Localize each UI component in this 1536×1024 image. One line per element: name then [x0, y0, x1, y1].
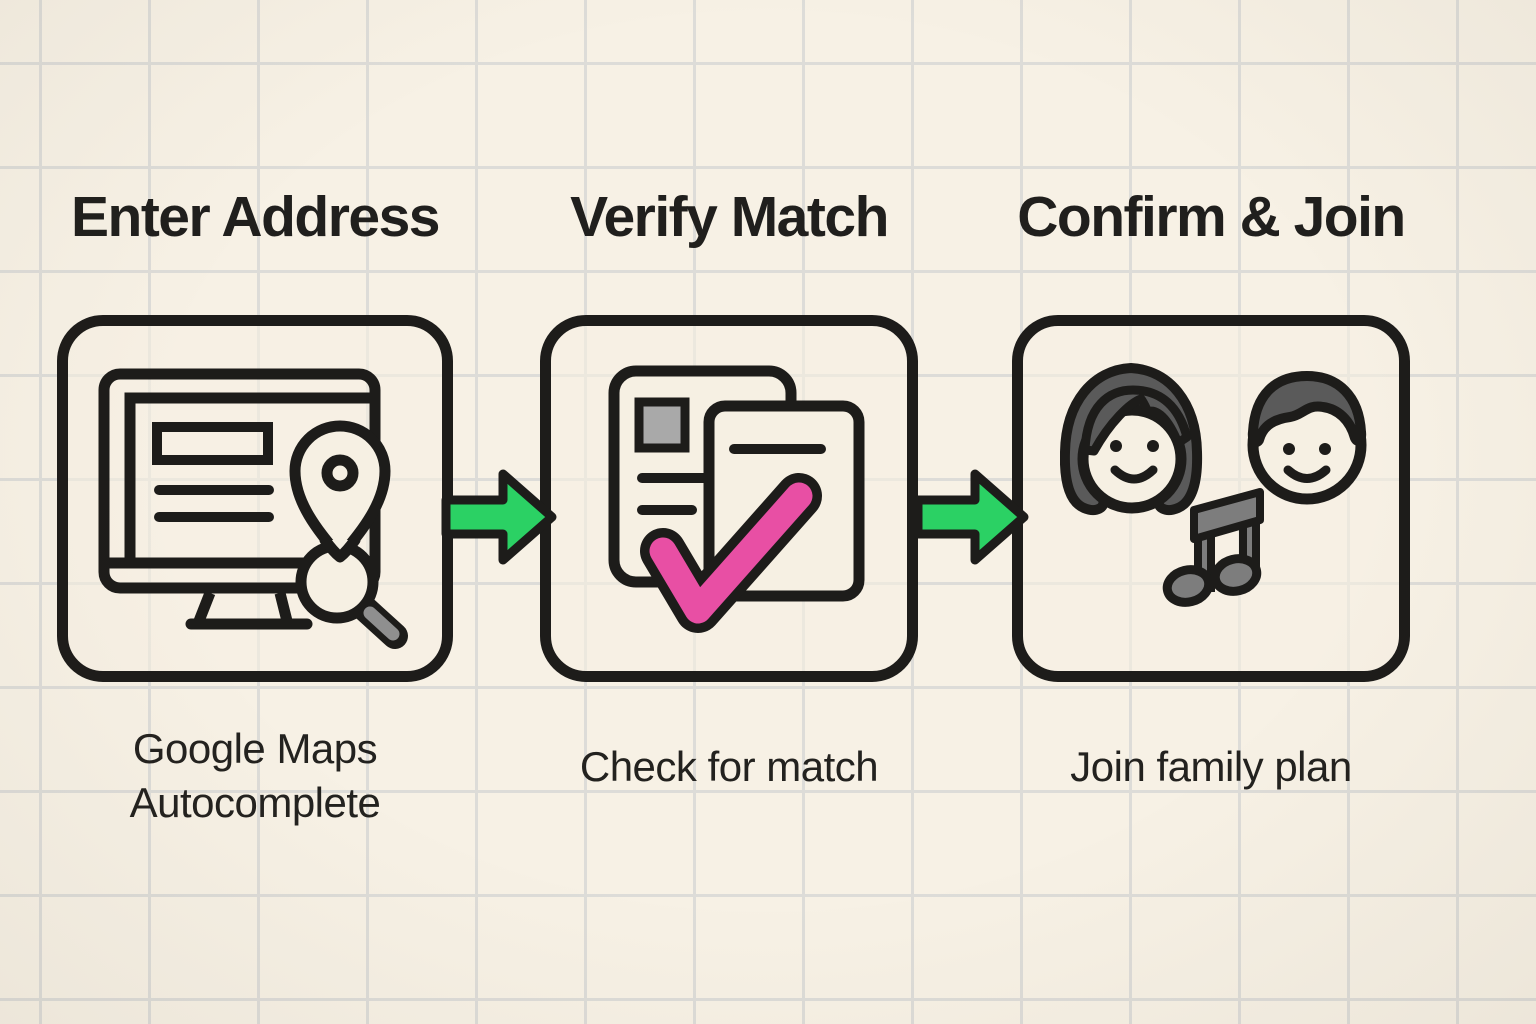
monitor-stand-leg	[274, 591, 293, 623]
caption-line: Check for match	[579, 743, 879, 790]
documents-checkmark-icon	[608, 365, 865, 633]
map-pin-icon	[289, 420, 391, 563]
magnifier-icon	[295, 534, 408, 649]
step-1-caption: Google Maps Autocomplete	[57, 722, 453, 830]
monitor-stand-leg	[193, 590, 216, 624]
step-3-title: Confirm & Join	[1017, 185, 1406, 249]
step-3-caption: Join family plan	[1012, 740, 1410, 794]
photo-placeholder	[634, 397, 690, 453]
step-2-panel	[540, 315, 918, 682]
monitor-map-pin-search-icon	[98, 368, 408, 649]
step-2-title: Verify Match	[570, 185, 889, 249]
caption-line: Autocomplete	[129, 779, 381, 826]
woman-face-icon	[1060, 363, 1203, 515]
step-2-caption: Check for match	[540, 740, 918, 794]
caption-line: Join family plan	[1070, 743, 1352, 790]
step-3-panel	[1012, 315, 1410, 682]
family-members-music-icon	[1060, 363, 1367, 607]
step-1-panel	[57, 315, 453, 682]
arrow-right-icon	[913, 469, 1029, 565]
checkmark-icon	[640, 473, 822, 633]
music-note-icon	[1162, 488, 1264, 607]
step-1-title: Enter Address	[70, 185, 441, 249]
browser-header-box	[152, 422, 273, 465]
man-face-icon	[1247, 371, 1367, 505]
arrow-right-icon	[441, 469, 557, 565]
caption-line: Google Maps	[132, 725, 378, 772]
